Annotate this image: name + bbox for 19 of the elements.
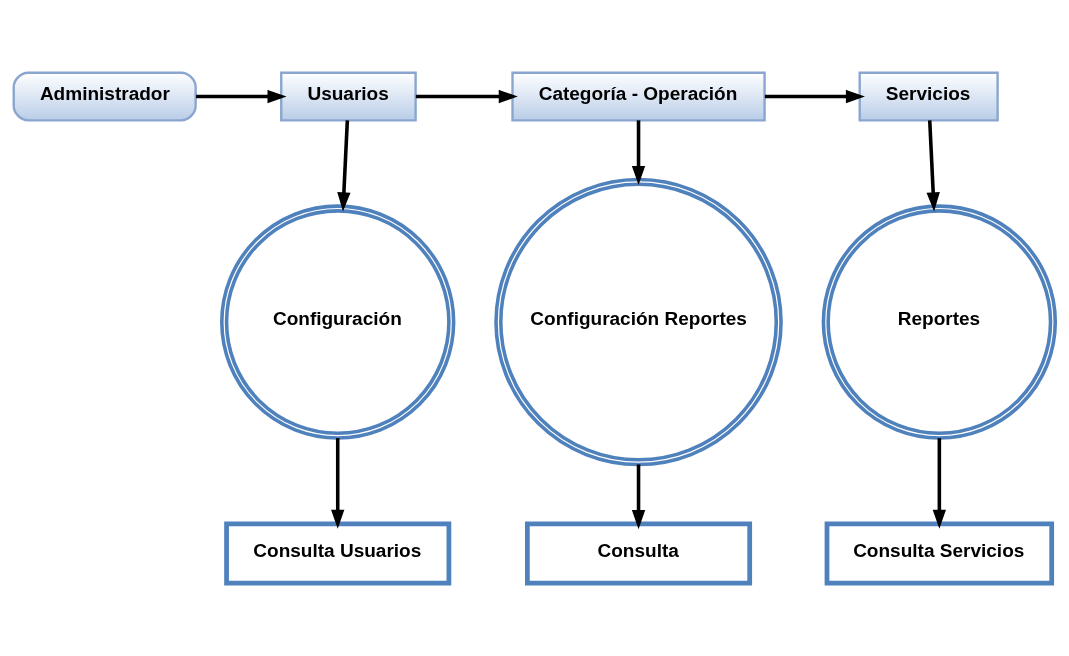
node-circle: Configuración [220,204,456,440]
arrow [196,89,287,104]
node-box: Consulta Usuarios [224,521,452,586]
arrow [926,120,940,212]
node-circle: Configuración Reportes [494,177,783,467]
node-box: Administrador [12,71,197,122]
node-box: Servicios [858,71,999,122]
arrow [415,89,518,104]
node-box: Usuarios [280,71,417,122]
node-box: Consulta [525,521,753,586]
node-circle: Reportes [821,204,1058,440]
arrow [932,438,947,529]
arrow [631,464,646,530]
arrow [631,120,646,186]
node-box: Categoría - Operación [511,71,766,122]
node-box: Consulta Servicios [824,521,1055,586]
arrow [337,120,351,212]
arrow [331,438,345,529]
arrow [764,89,865,104]
